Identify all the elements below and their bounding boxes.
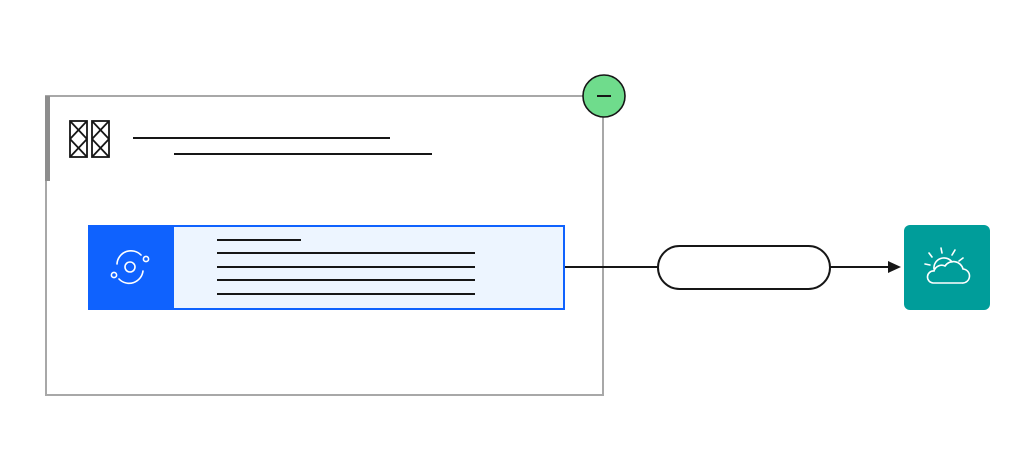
collapse-button[interactable] xyxy=(582,74,626,118)
node-text-placeholder xyxy=(217,239,475,295)
node-icon-tile xyxy=(88,225,174,310)
partly-cloudy-icon xyxy=(924,247,971,284)
connector-edge[interactable] xyxy=(565,245,901,290)
group-accent-bar xyxy=(45,96,50,181)
layout-panels-icon xyxy=(69,120,110,158)
node-card[interactable] xyxy=(88,225,565,310)
target-node-tile xyxy=(904,225,990,310)
orbit-icon xyxy=(110,249,150,285)
edge-label-pill[interactable] xyxy=(657,245,831,290)
arrowhead-icon xyxy=(888,261,901,273)
group-title-placeholder xyxy=(133,137,432,155)
target-node[interactable] xyxy=(904,225,990,310)
